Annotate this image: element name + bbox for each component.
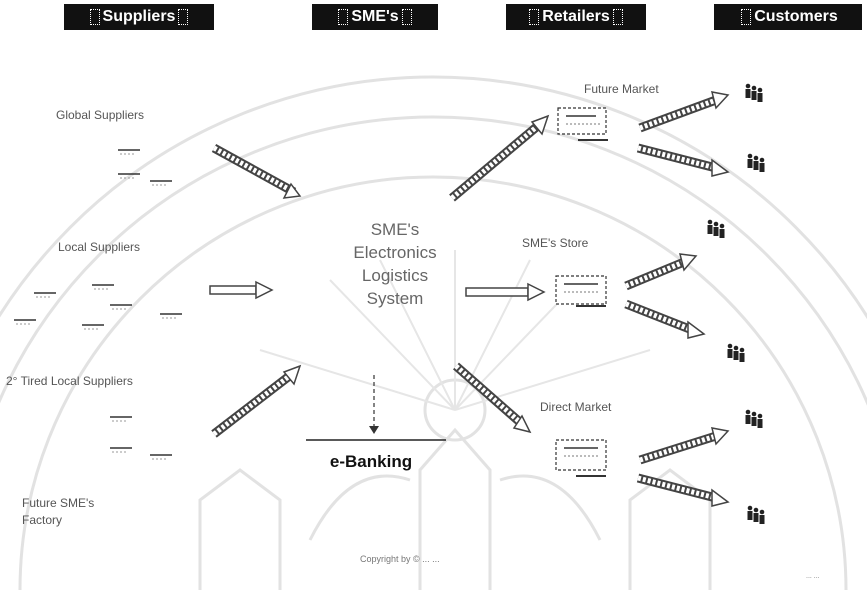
sme-store-label: SME's Store [522, 236, 589, 250]
customer-group-icon [747, 153, 765, 172]
customer-group-icon [745, 409, 763, 428]
smes-header: SME's [312, 4, 438, 30]
suppliers-header: Suppliers [64, 4, 214, 30]
ornament-icon [89, 9, 100, 25]
customer-group-icon [707, 219, 725, 238]
corner-note: ... ... [806, 573, 820, 580]
ornament-icon [338, 9, 349, 25]
customer-group-icon [727, 343, 745, 362]
ornament-icon [612, 9, 623, 25]
e-banking-label: e-Banking [329, 452, 413, 471]
future-factory-label-line1: Future SME's [22, 496, 95, 510]
copyright-text: Copyright by © ... ... [360, 554, 440, 564]
local-suppliers-document-icon [13, 284, 183, 330]
future-factory-label-line2: Factory [22, 513, 63, 527]
tired-to-sme-arrow [211, 364, 302, 438]
e-banking-connector [306, 375, 446, 441]
sme-logistics-system-label: SME's Electronics Logistics System [353, 220, 437, 308]
future-market-to-customer-arrow-lower [636, 143, 730, 177]
customer-group-icon [747, 505, 765, 524]
sme-store-icon [555, 275, 607, 307]
retailers-header: Retailers [506, 4, 646, 30]
global-suppliers-document-icon [117, 149, 173, 186]
direct-market-store-icon [555, 439, 607, 477]
local-to-sme-arrow [209, 280, 274, 300]
direct-market-label: Direct Market [540, 400, 612, 414]
ornament-icon [529, 9, 540, 25]
global-suppliers-label: Global Suppliers [56, 108, 145, 122]
future-market-store-icon [557, 107, 608, 141]
customers-header: Customers [714, 4, 862, 30]
ornament-icon [741, 9, 752, 25]
customer-group-icon [745, 83, 763, 102]
global-to-sme-arrow [211, 144, 302, 199]
tired-local-suppliers-label: 2° Tired Local Suppliers [6, 374, 133, 388]
future-market-to-customer-arrow-upper [638, 91, 730, 133]
ornament-icon [178, 9, 189, 25]
local-suppliers-label: Local Suppliers [58, 240, 141, 254]
tired-suppliers-document-icon [109, 416, 173, 460]
store-to-customer-arrow-upper [624, 253, 698, 291]
future-market-label: Future Market [584, 82, 659, 96]
sme-to-store-arrow [465, 282, 546, 302]
direct-market-to-customer-arrow-lower [636, 473, 730, 507]
sme-to-direct-market-arrow [453, 362, 532, 434]
direct-market-to-customer-arrow-upper [638, 427, 730, 465]
store-to-customer-arrow-lower [624, 299, 706, 339]
ornament-icon [401, 9, 412, 25]
sme-to-future-market-arrow [449, 114, 550, 202]
